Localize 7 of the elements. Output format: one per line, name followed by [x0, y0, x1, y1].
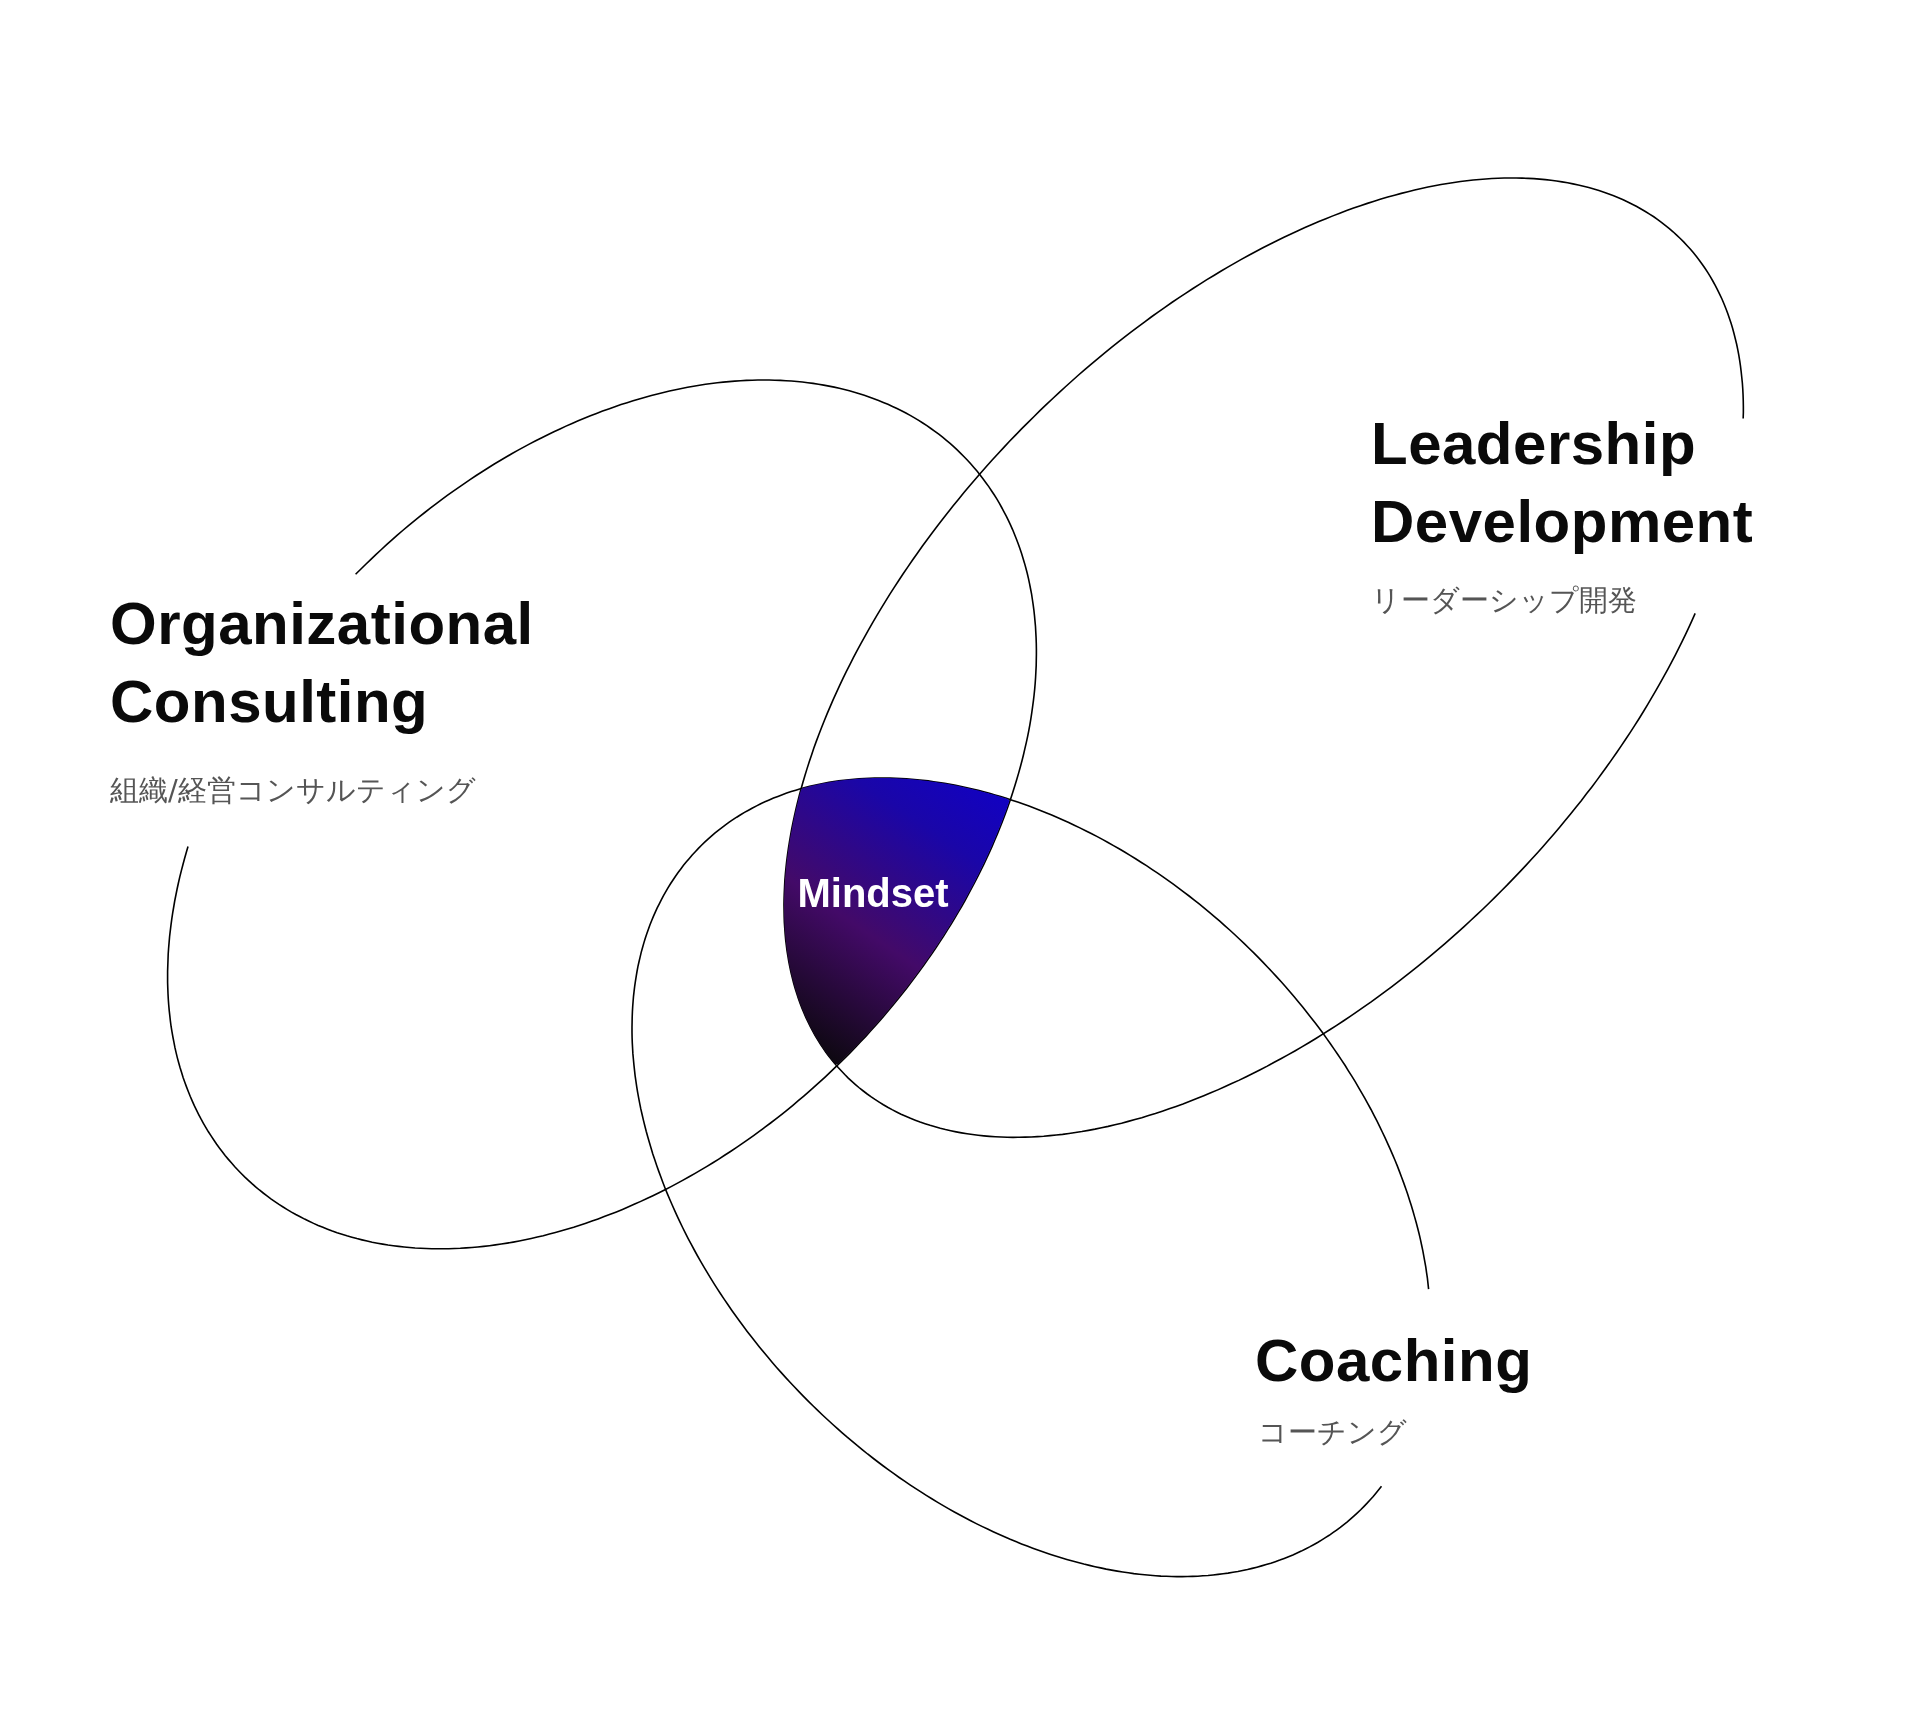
node-label: Mindset: [797, 870, 949, 916]
heading: Organizational Consulting: [110, 589, 535, 737]
heading: Leadership Development: [1371, 409, 1755, 557]
subtitle: 組織/経営コンサルティング: [110, 772, 476, 808]
subtitle: リーダーシップ開発: [1371, 582, 1637, 618]
heading: Coaching: [1255, 1326, 1534, 1396]
subtitle: コーチング: [1258, 1414, 1407, 1450]
